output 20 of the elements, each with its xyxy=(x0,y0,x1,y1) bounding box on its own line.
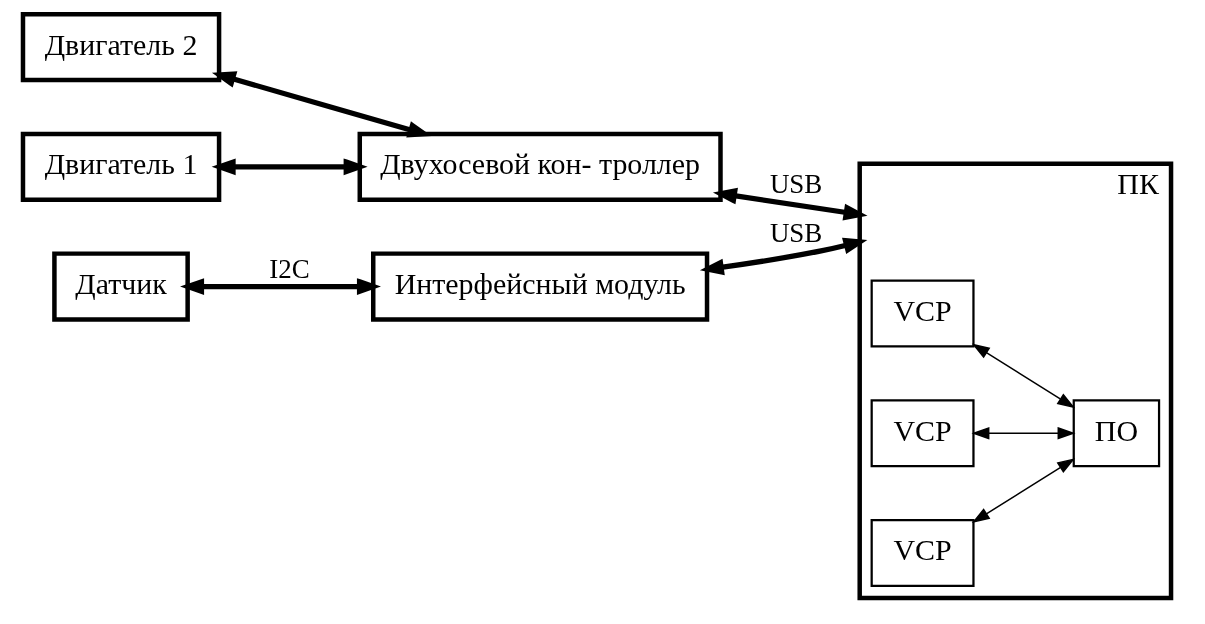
arrow xyxy=(712,187,868,221)
arrow xyxy=(179,278,381,295)
arrow xyxy=(971,458,1075,524)
arrow xyxy=(699,237,867,276)
node-box: Двигатель 1 xyxy=(20,131,221,202)
node-box: Датчик xyxy=(51,251,190,322)
edge-label: USB xyxy=(769,218,822,249)
arrow xyxy=(970,426,1076,440)
edge-label: USB xyxy=(769,168,822,199)
edge-label: I2C xyxy=(268,254,310,285)
arrow xyxy=(971,343,1075,409)
node-box: VCP xyxy=(870,279,975,348)
node-box: VCP xyxy=(870,399,975,468)
node-box: Двухосевой кон- троллер xyxy=(357,131,723,202)
node-box: Двигатель 2 xyxy=(20,11,221,83)
arrow xyxy=(211,71,432,138)
node-box: VCP xyxy=(870,518,975,588)
arrow xyxy=(211,158,368,176)
node-box: Интерфейсный модуль xyxy=(370,251,709,322)
node-box: ПО xyxy=(1072,399,1160,468)
